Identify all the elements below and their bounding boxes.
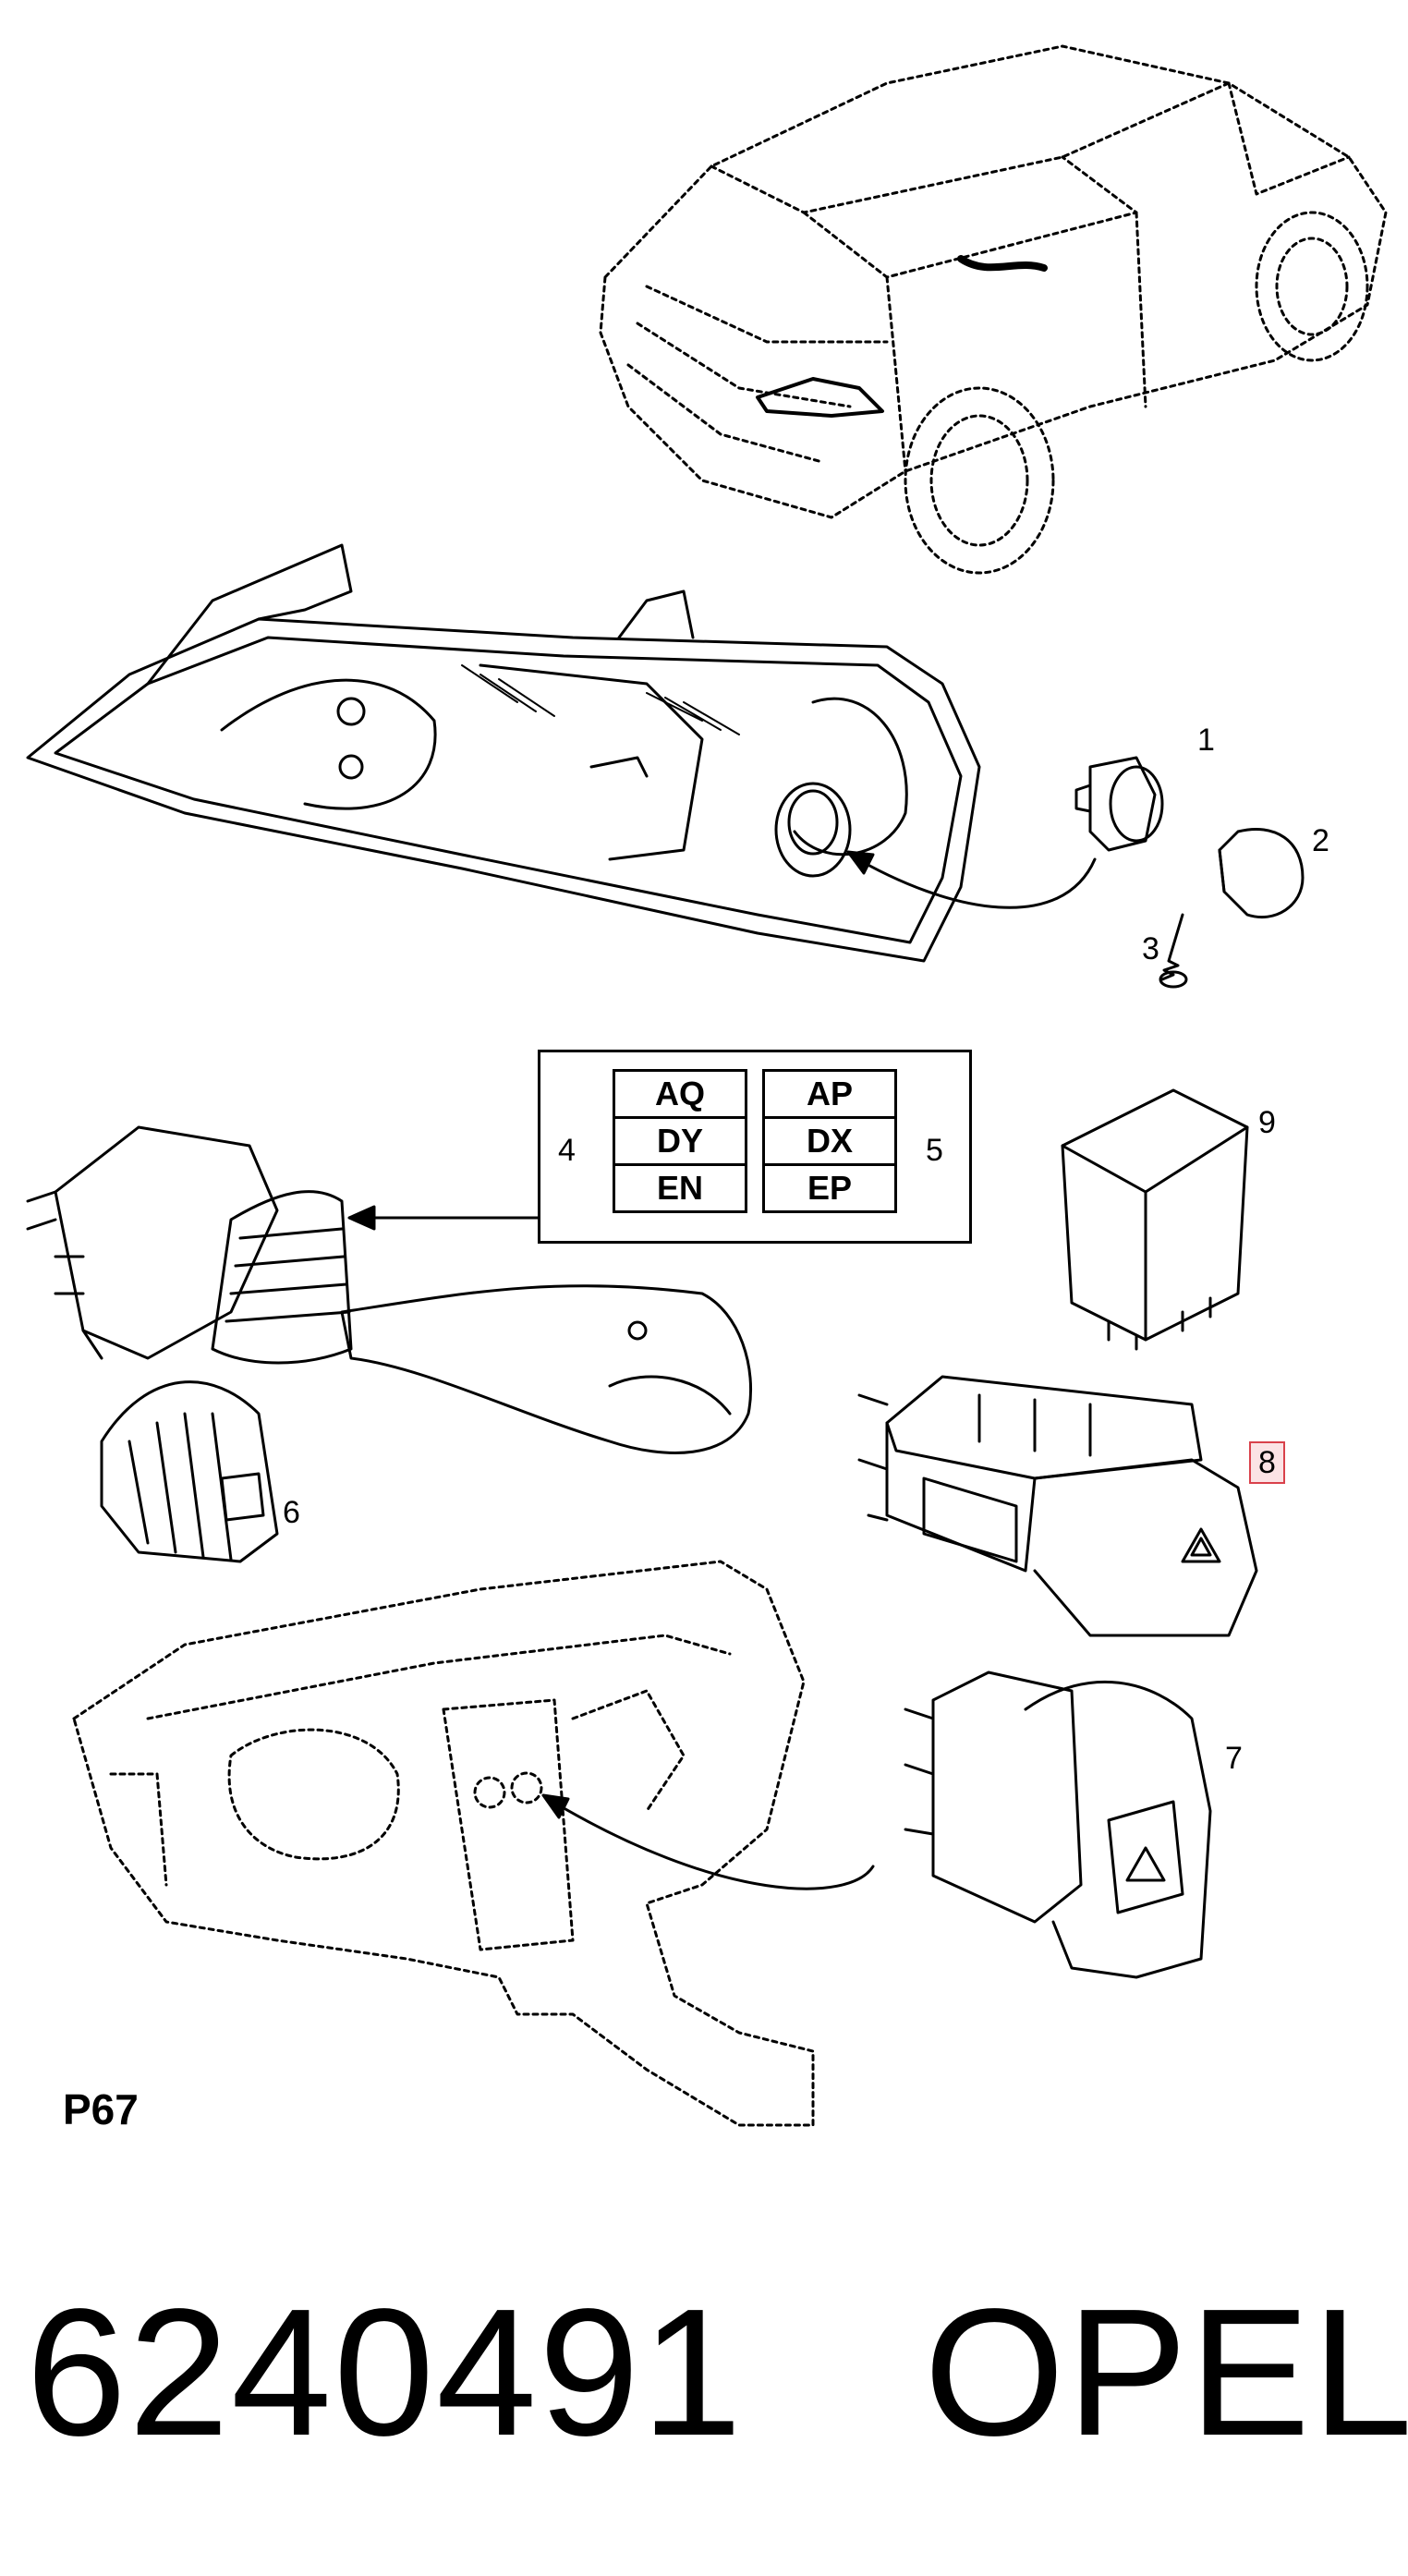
- arrow-socket-to-headlamp: [848, 853, 1097, 909]
- code-cell: EP: [762, 1163, 897, 1213]
- screw-illustration: [1159, 913, 1188, 989]
- arrow-switch-to-dashboard: [543, 1795, 875, 1890]
- callout-3: 3: [1142, 931, 1159, 966]
- hazard-switch-illustration: [857, 1375, 1258, 1637]
- code-cell: AP: [762, 1069, 897, 1119]
- code-cell: DX: [762, 1116, 897, 1166]
- brand-name: OPEL: [924, 2271, 1408, 2473]
- part-number: 6240491: [26, 2271, 745, 2473]
- bulb-illustration: [1218, 827, 1305, 919]
- callout-6: 6: [283, 1495, 300, 1530]
- callout-9: 9: [1258, 1105, 1276, 1140]
- headlamp-highlight: [756, 377, 884, 418]
- arrowhead-dashboard: [541, 1793, 570, 1819]
- combination-switch-illustration: [26, 1125, 753, 1454]
- rubber-boot-illustration: [100, 1380, 279, 1563]
- relay-illustration: [1061, 1088, 1249, 1351]
- car-illustration: [599, 44, 1388, 575]
- arrowhead-switch: [347, 1205, 376, 1231]
- code-cell: AQ: [613, 1069, 747, 1119]
- callout-5: 5: [926, 1133, 943, 1168]
- dashboard-illustration: [72, 1560, 815, 2127]
- callout-1: 1: [1197, 723, 1215, 758]
- headlamp-housing: [26, 543, 981, 963]
- code-cell: DY: [613, 1116, 747, 1166]
- code-column-right: AP DX EP: [762, 1069, 897, 1213]
- hazard-switch-alt-illustration: [904, 1671, 1212, 1979]
- callout-2: 2: [1312, 823, 1329, 858]
- callout-8-highlighted[interactable]: 8: [1249, 1441, 1285, 1484]
- code-column-left: AQ DY EN: [613, 1069, 747, 1213]
- bulb-socket-illustration: [1074, 756, 1164, 852]
- figure-code: P67: [63, 2085, 139, 2133]
- callout-7: 7: [1225, 1741, 1243, 1776]
- variant-code-table: AQ DY EN AP DX EP: [538, 1050, 972, 1244]
- harness-highlight: [957, 255, 1048, 272]
- arrowhead-headlamp: [846, 850, 875, 875]
- callout-4: 4: [558, 1133, 576, 1168]
- code-cell: EN: [613, 1163, 747, 1213]
